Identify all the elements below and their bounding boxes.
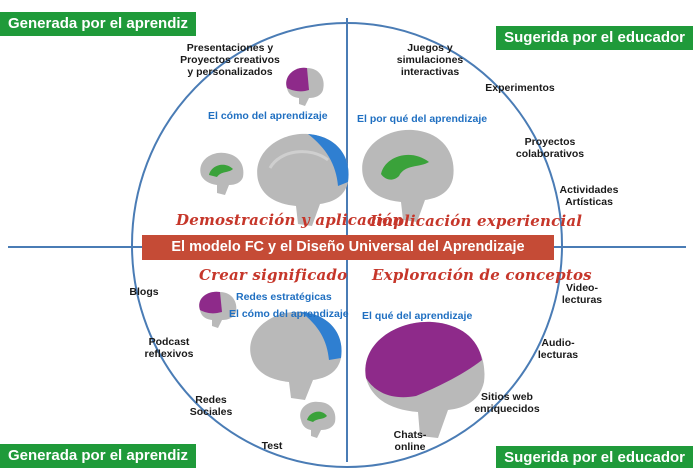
quadrant-title-exploracion: Exploración de conceptos [372,266,592,284]
educator-suggested-tag-top: Sugerida por el educador [496,26,693,50]
label-como-top: El cómo del aprendizaje [208,110,328,122]
activity-chats: Chats- online [393,429,427,453]
learner-generated-tag-bottom: Generada por el aprendiz [0,444,197,468]
quadrant-title-crear: Crear significado [199,266,348,284]
activity-presentaciones: Presentaciones y Proyectos creativos y p… [180,42,280,78]
activity-juegos: Juegos y simulaciones interactivas [396,42,464,78]
learner-generated-tag-top: Generada por el aprendiz [0,12,197,36]
educator-suggested-tag-bottom: Sugerida por el educador [496,446,693,468]
label-redes-estrategicas: Redes estratégicas [236,291,332,303]
label-porque-top: El por qué del aprendizaje [357,113,488,125]
activity-sitios: Sitios web enriquecidos [474,391,540,415]
activity-blogs: Blogs [129,286,159,298]
activity-video: Video- lecturas [561,282,603,306]
brain-blue-bottom-icon [250,311,342,400]
brain-green-small-icon [200,152,244,195]
brain-purple-small-icon [199,291,237,328]
activity-test: Test [261,440,283,452]
brain-purple-top-icon [286,67,324,106]
quadrant-title-demostracion: Demostración y aplicación [176,211,404,229]
brain-green-bottom-icon [300,401,336,438]
quadrant-title-implicacion: Implicación experiencial [370,212,583,230]
brain-purple-large-icon [365,321,485,438]
brain-green-top-right-icon [362,129,454,222]
activity-redes: Redes Sociales [189,394,233,418]
activity-proyectos: Proyectos colaborativos [515,136,585,160]
center-banner: El modelo FC y el Diseño Universal del A… [142,235,554,260]
activity-actividades: Actividades Artísticas [559,184,619,208]
label-que-bottom: El qué del aprendizaje [362,310,473,322]
activity-podcast: Podcast reflexivos [144,336,194,360]
activity-audio: Audio- lecturas [537,337,579,361]
brain-blue-top-icon [257,133,349,226]
label-como-bottom: El cómo del aprendizaje [229,308,349,320]
activity-experimentos: Experimentos [485,82,555,94]
